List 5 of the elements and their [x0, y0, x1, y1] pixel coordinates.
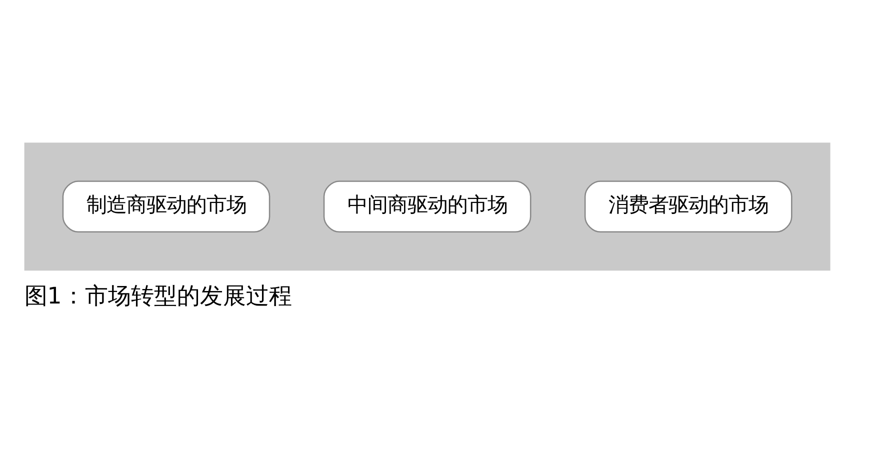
- node-box: 消费者驱动的市场: [584, 180, 792, 233]
- node-box: 制造商驱动的市场: [62, 180, 270, 233]
- node-box: 中间商驱动的市场: [323, 180, 532, 233]
- cluster: [24, 142, 830, 271]
- caption: 图1：市场转型的发展过程: [24, 283, 292, 310]
